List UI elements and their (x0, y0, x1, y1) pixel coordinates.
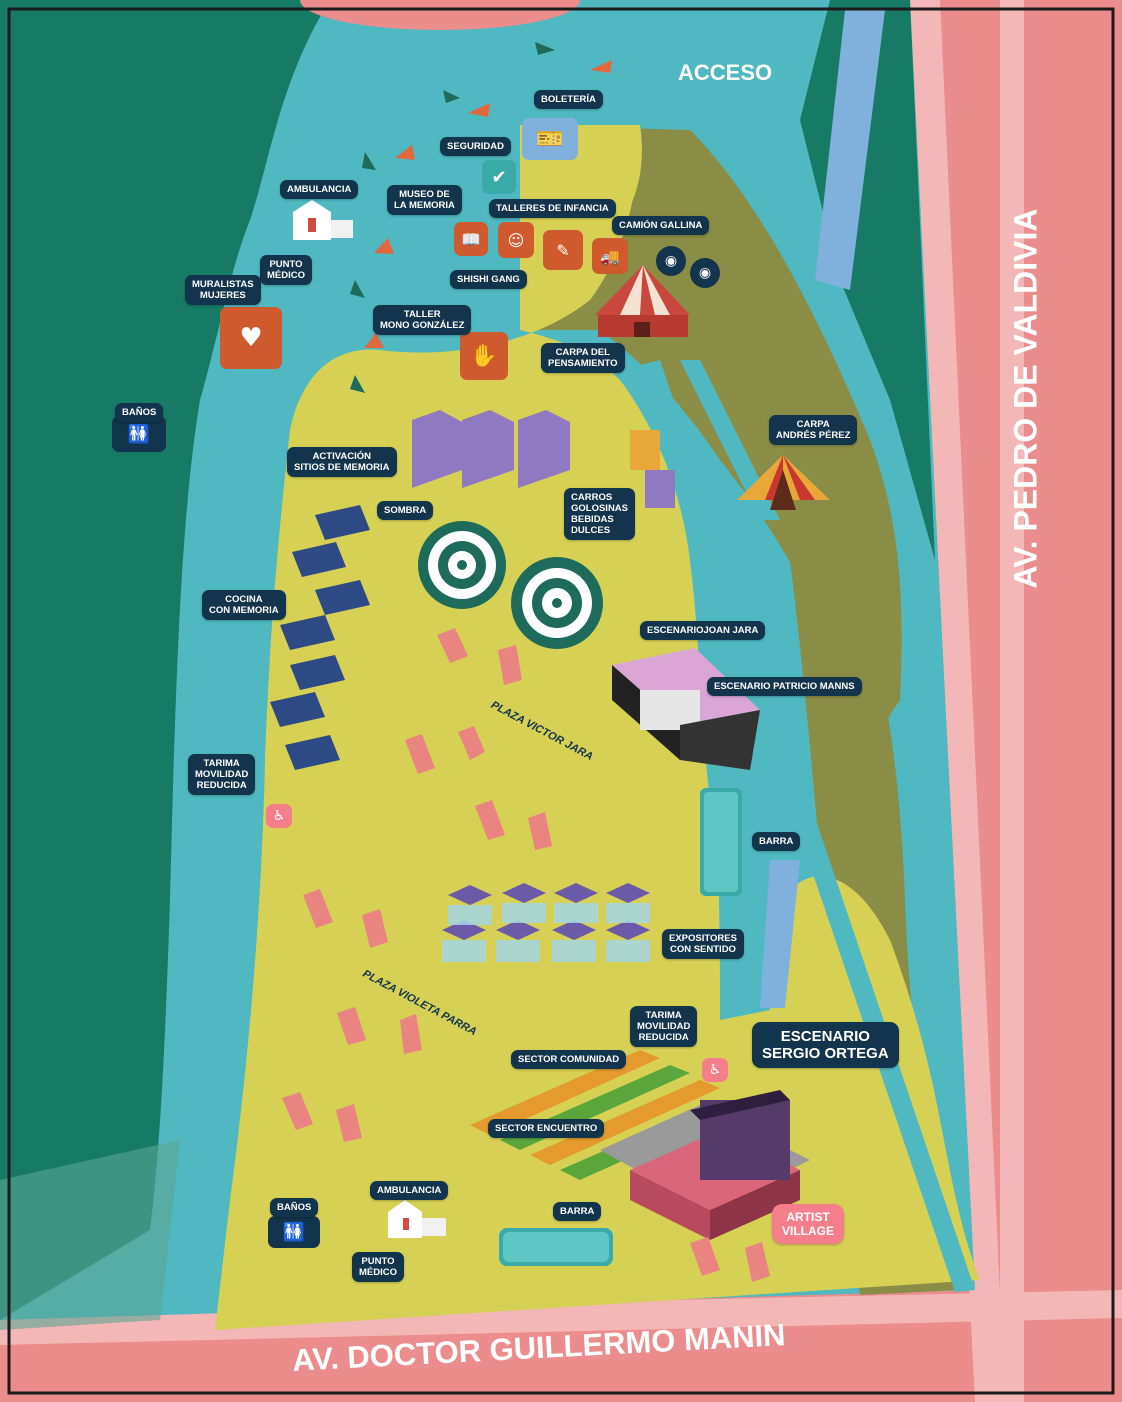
label-escenario-patricio-manns[interactable]: ESCENARIO PATRICIO MANNS (707, 677, 862, 696)
label-ambulancia-top[interactable]: AMBULANCIA (280, 180, 359, 199)
truck-icon[interactable]: 🚚 (592, 238, 628, 274)
label-shishi-gang[interactable]: SHISHI GANG (450, 270, 527, 289)
label-boleteria[interactable]: BOLETERÍA (534, 90, 603, 109)
wheelchair-icon[interactable]: ♿ (702, 1058, 728, 1082)
label-ambulancia-bottom[interactable]: AMBULANCIA (370, 1181, 449, 1200)
location-pin-icon[interactable]: ◉ (690, 258, 720, 288)
label-sector-comunidad[interactable]: SECTOR COMUNIDAD (511, 1050, 627, 1069)
label-barra-top[interactable]: BARRA (752, 832, 801, 851)
label-tarima-bottom[interactable]: TARIMA MOVILIDAD REDUCIDA (630, 1006, 698, 1047)
label-barra-bottom[interactable]: BARRA (553, 1202, 602, 1221)
restroom-icon[interactable]: 🚻 (268, 1216, 320, 1248)
ticket-icon[interactable]: 🎫 (522, 118, 578, 160)
book-icon[interactable]: 📖 (454, 222, 488, 256)
label-tarima-top[interactable]: TARIMA MOVILIDAD REDUCIDA (188, 754, 256, 795)
label-taller-mono-gonzalez[interactable]: TALLER MONO GONZÁLEZ (373, 305, 472, 335)
wheelchair-icon[interactable]: ♿ (266, 804, 292, 828)
label-carpa-andres-perez[interactable]: CARPA ANDRÉS PÉREZ (769, 415, 858, 445)
access-title: ACCESO (678, 60, 773, 85)
label-escenario-joan-jara[interactable]: ESCENARIOJOAN JARA (640, 621, 766, 640)
shield-check-icon[interactable]: ✔ (482, 160, 516, 194)
label-expositores[interactable]: EXPOSITORES CON SENTIDO (662, 929, 744, 959)
hand-icon[interactable]: ✋ (460, 332, 508, 380)
label-muralistas-mujeres[interactable]: MURALISTAS MUJERES (185, 275, 261, 305)
label-seguridad[interactable]: SEGURIDAD (440, 137, 512, 156)
label-carpa-pensamiento[interactable]: CARPA DEL PENSAMIENTO (541, 343, 625, 373)
label-sector-encuentro[interactable]: SECTOR ENCUENTRO (488, 1119, 605, 1138)
location-pin-icon[interactable]: ◉ (656, 246, 686, 276)
pencil-icon[interactable]: ✎ (543, 230, 583, 270)
label-carros-golosinas[interactable]: CARROS GOLOSINAS BEBIDAS DULCES (564, 488, 636, 540)
label-banos-bottom[interactable]: BAÑOS (270, 1198, 319, 1217)
restroom-icon[interactable]: 🚻 (112, 416, 166, 452)
label-talleres-infancia[interactable]: TALLERES DE INFANCIA (489, 199, 616, 218)
road-label-pedro-de-valdivia: AV. PEDRO DE VALDIVIA (1007, 208, 1044, 589)
label-cocina-memoria[interactable]: COCINA CON MEMORIA (202, 590, 286, 620)
label-banos-top[interactable]: BAÑOS (115, 403, 164, 422)
brain-icon[interactable]: ☺ (498, 222, 534, 258)
label-escenario-sergio-ortega[interactable]: ESCENARIO SERGIO ORTEGA (752, 1022, 899, 1068)
label-camion-gallina[interactable]: CAMIÓN GALLINA (612, 216, 710, 235)
mural-heart-icon[interactable]: ♥ (220, 307, 282, 369)
label-punto-medico-bottom[interactable]: PUNTO MÉDICO (352, 1252, 404, 1282)
label-museo-memoria[interactable]: MUSEO DE LA MEMORIA (387, 185, 462, 215)
label-artist-village[interactable]: ARTIST VILLAGE (772, 1204, 845, 1244)
label-activacion-sitios[interactable]: ACTIVACIÓN SITIOS DE MEMORIA (287, 447, 397, 477)
label-punto-medico-top[interactable]: PUNTO MÉDICO (260, 255, 312, 285)
label-sombra[interactable]: SOMBRA (377, 501, 434, 520)
